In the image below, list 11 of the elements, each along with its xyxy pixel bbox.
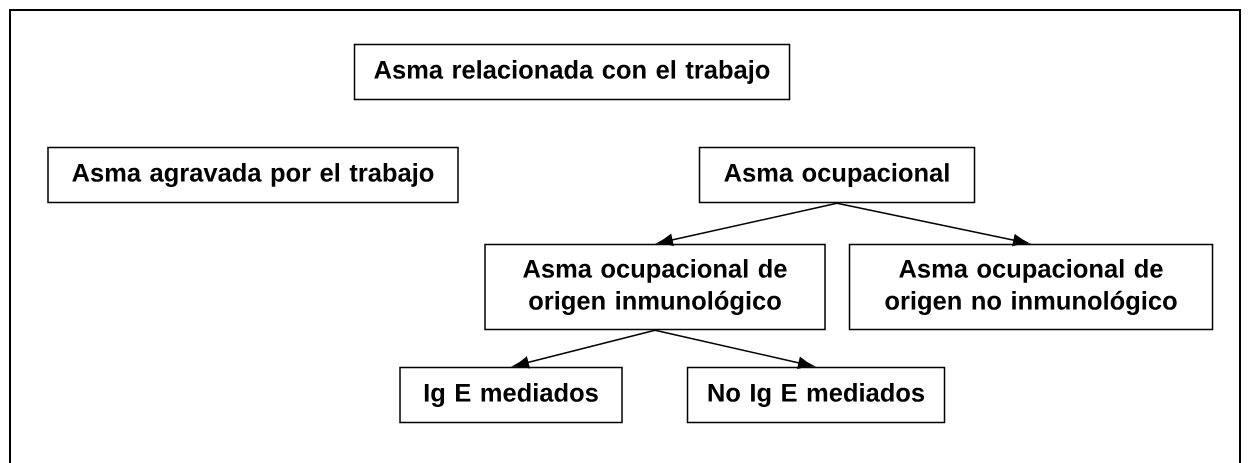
concept-box: Asma ocupacional	[698, 146, 976, 204]
concept-box: Asma agravada por el trabajo	[47, 146, 459, 204]
concept-box: Asma relacionada con el trabajo	[353, 43, 791, 101]
arrow	[654, 329, 814, 369]
arrow	[836, 202, 1029, 247]
concept-box: No Ig E mediados	[686, 366, 946, 424]
concept-box: Asma ocupacional de origen no inmunológico	[848, 243, 1214, 331]
concept-box: Ig E mediados	[399, 366, 623, 424]
concept-box: Asma ocupacional de origen inmunológico	[484, 243, 826, 331]
arrow	[513, 329, 656, 369]
arrow	[657, 202, 838, 246]
